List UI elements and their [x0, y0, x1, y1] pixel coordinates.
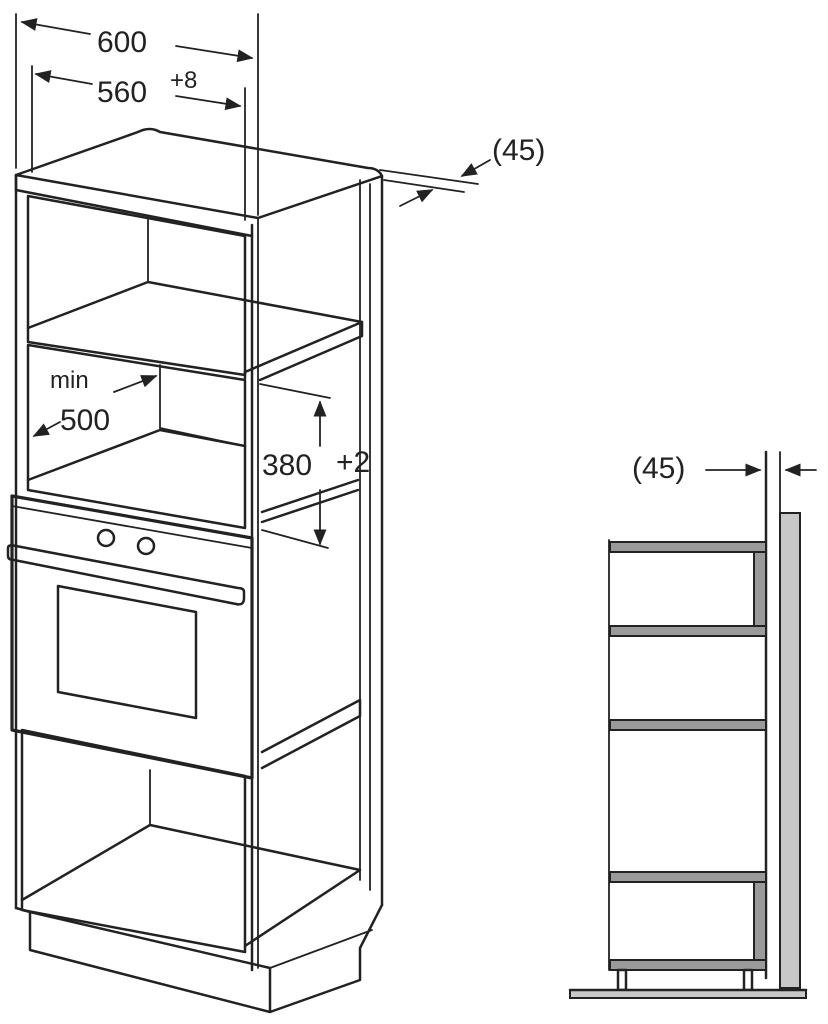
- section-foot-back: [742, 968, 754, 992]
- cabinet-perspective: 600 560 +8 (45) min 500 380 +2: [6, 13, 545, 1014]
- section-shelf-3: [609, 719, 767, 731]
- niche-height-ref-top: [259, 383, 331, 399]
- dim-rear-gap-top: (45): [492, 134, 545, 167]
- side-section-view: (45): [568, 450, 817, 999]
- rear-gap-top-ref-1: [379, 169, 479, 185]
- dim-arrow-560-right: [175, 95, 242, 111]
- oven-knob-right: [136, 536, 156, 556]
- section-shelf-4: [609, 871, 767, 883]
- oven-side-shelf: [260, 698, 362, 770]
- upper-shelf-edge: [243, 320, 364, 382]
- cabinet-top: [14, 127, 384, 220]
- section-shelf-1: [609, 541, 767, 553]
- oven-top-edge: [11, 505, 253, 549]
- oven-knob-left: [96, 528, 116, 548]
- upper-shelf: [26, 280, 364, 374]
- lower-shelf: [20, 823, 362, 948]
- rear-gap-top-arrow-2: [399, 189, 434, 207]
- cabinet-top-front-edge: [14, 173, 254, 238]
- oven-window: [56, 584, 198, 720]
- min-depth-arrow-1: [113, 375, 158, 393]
- niche-back-line: [159, 427, 246, 447]
- lower-compartment-frame: [20, 728, 247, 954]
- rear-wall: [779, 512, 801, 989]
- dim-arrow-560-left: [34, 70, 93, 85]
- section-niche-back: [753, 551, 767, 631]
- niche-height-ref-bottom: [261, 529, 329, 549]
- dim-inner-width-tolerance: +8: [170, 67, 197, 94]
- dim-niche-height: 380: [262, 449, 312, 482]
- section-shelf-2: [609, 625, 767, 637]
- oven-handle: [6, 544, 246, 606]
- cabinet-base-front: [28, 910, 272, 970]
- dim-rear-gap-side: (45): [632, 452, 685, 485]
- section-shelf-5: [609, 959, 767, 971]
- niche-side-shelf: [260, 478, 360, 524]
- dim-min-label: min: [50, 367, 89, 394]
- dim-inner-width: 560: [97, 76, 147, 109]
- dim-min-depth: 500: [60, 404, 110, 437]
- dim-overall-width: 600: [97, 26, 147, 59]
- oven-outer: [10, 494, 254, 780]
- rear-gap-top-arrow-1: [460, 159, 491, 177]
- min-depth-arrow-2: [32, 421, 61, 437]
- dim-niche-height-tolerance: +2: [336, 446, 370, 479]
- section-foot-front: [616, 968, 628, 992]
- niche-frame: [26, 343, 247, 530]
- cabinet-base-side: [269, 929, 373, 969]
- section-lower-back: [753, 881, 767, 963]
- dim-arrow-600-left: [20, 18, 91, 35]
- cabinet-plinth: [14, 903, 384, 1014]
- dim-arrow-600-right: [175, 45, 254, 63]
- rear-gap-top-ref-2: [383, 179, 465, 193]
- niche-shelf: [26, 428, 247, 482]
